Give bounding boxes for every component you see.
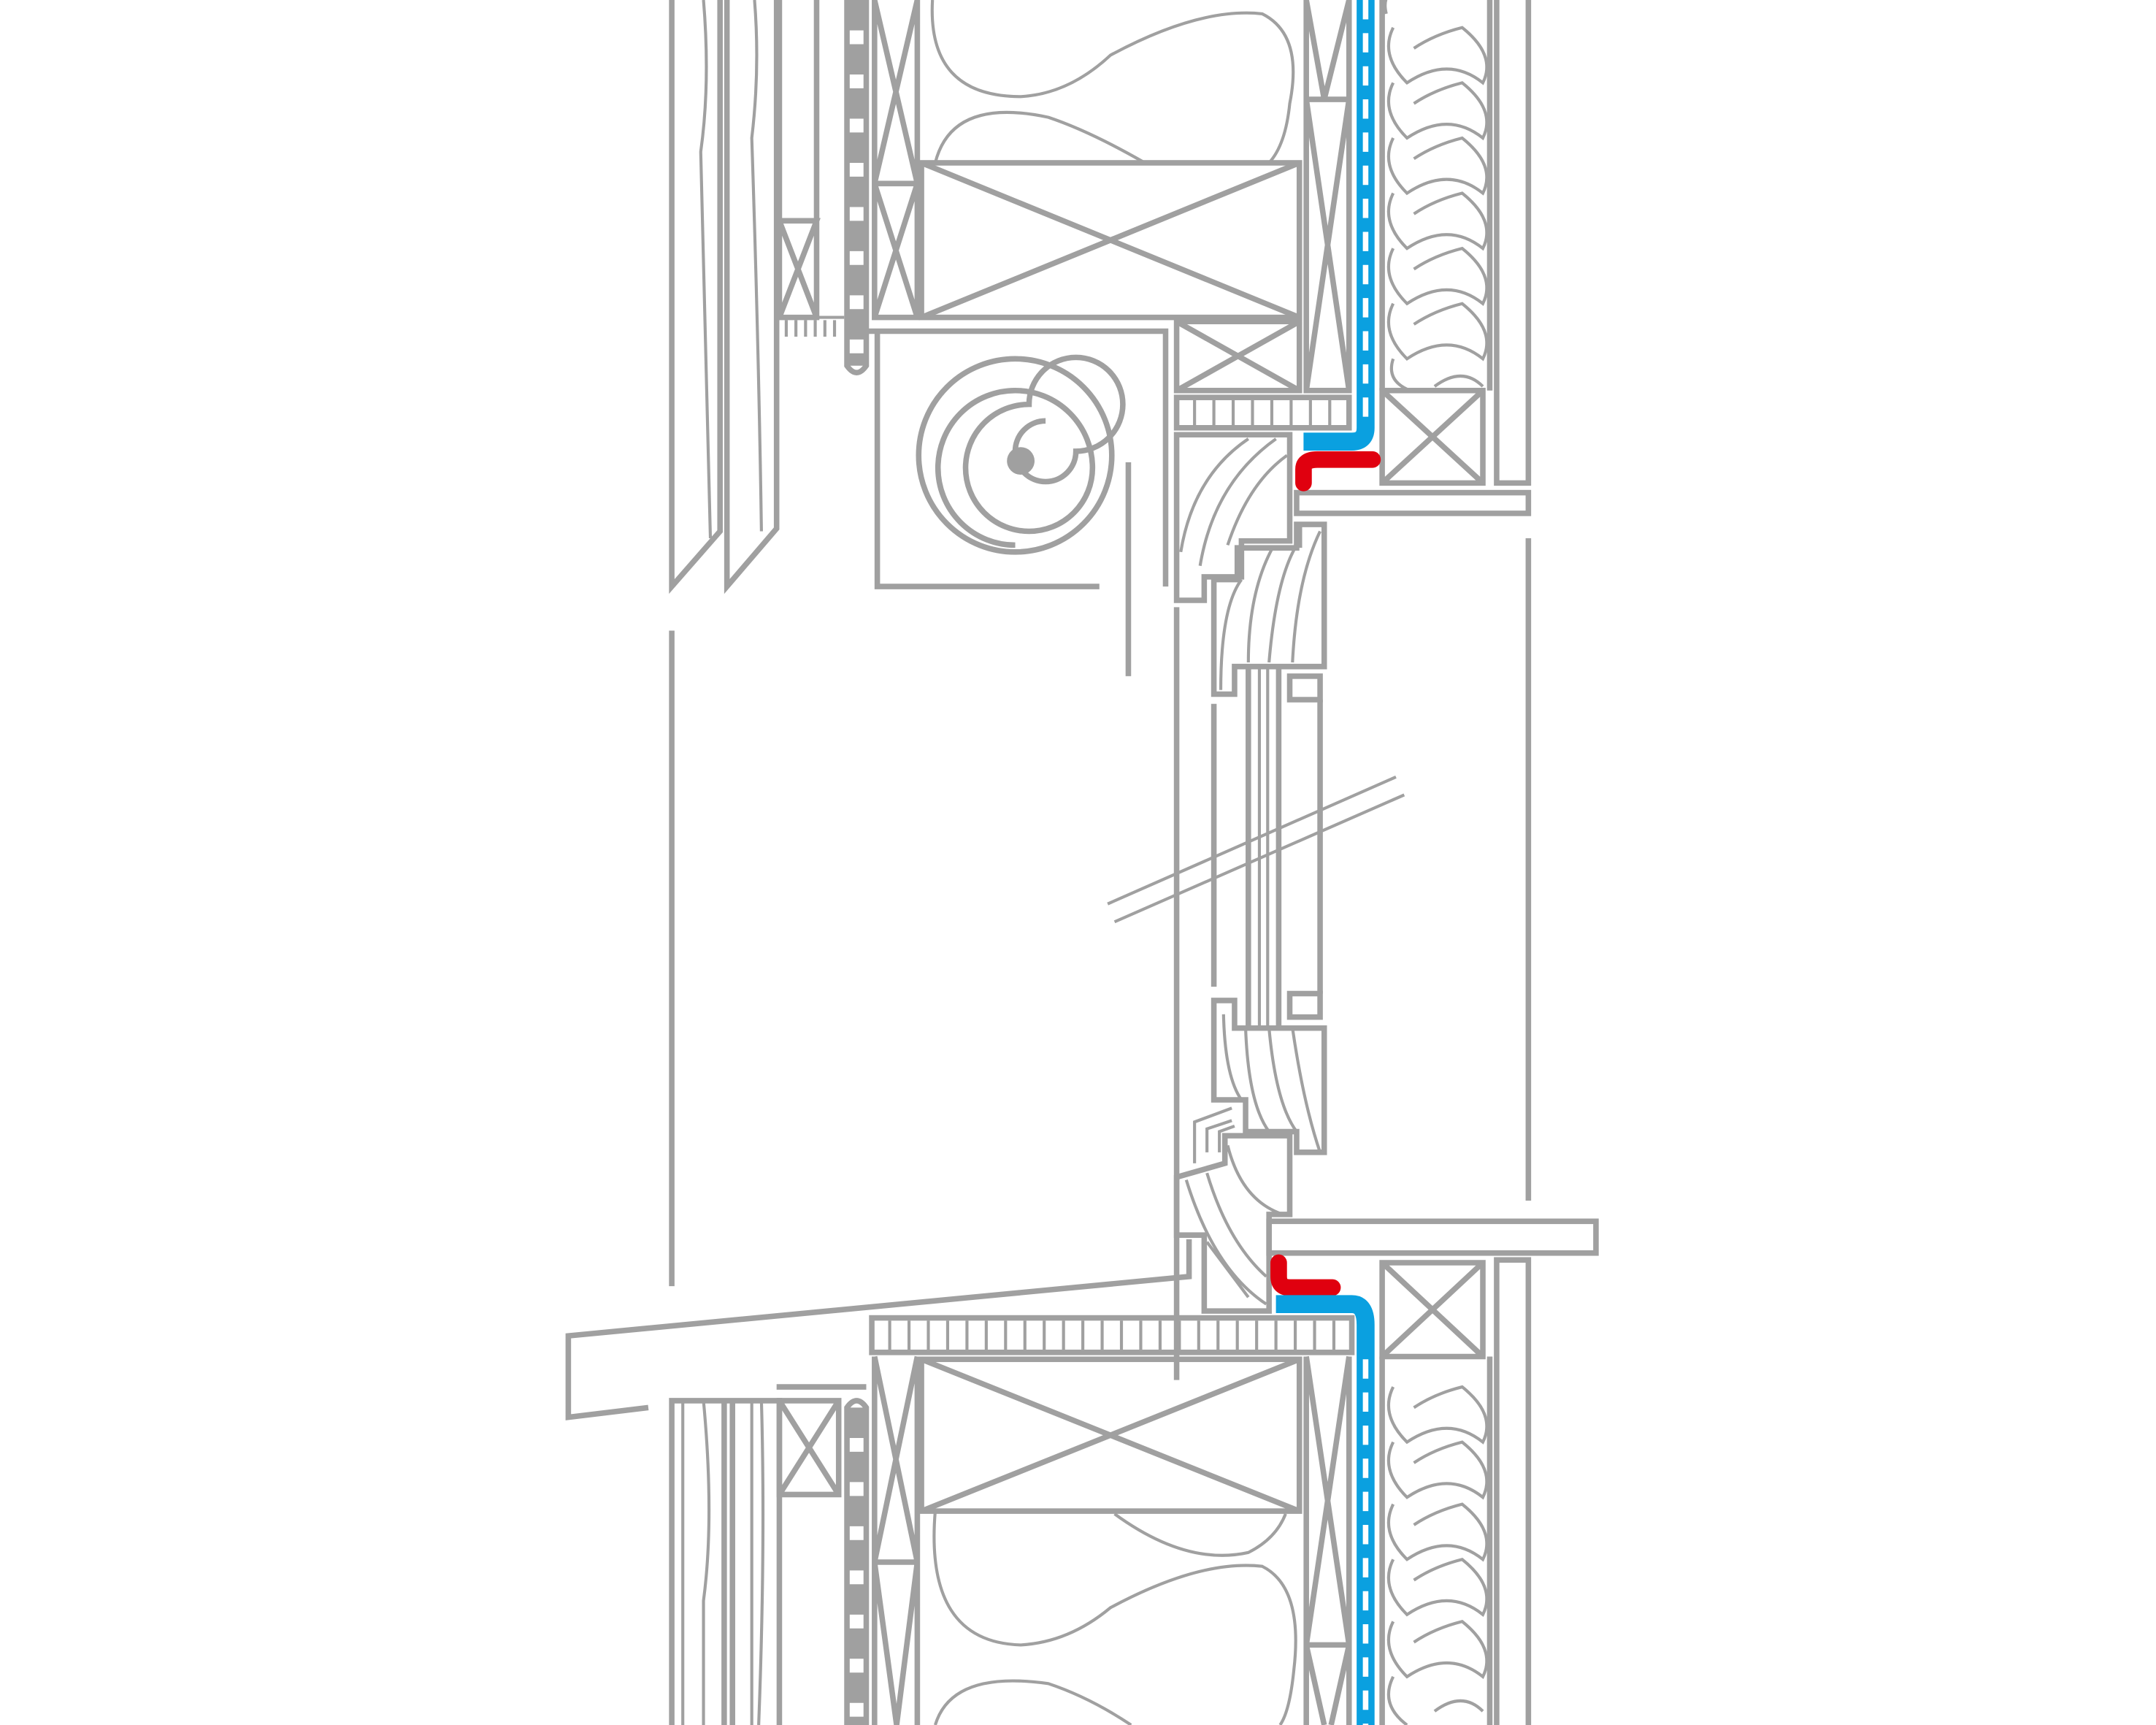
lower-lath: [869, 1315, 1355, 1355]
upper-insulation: [930, 0, 1295, 164]
upper-stud: [1303, 0, 1352, 394]
window-sill-frame: [1173, 998, 1327, 1314]
glazing: [1107, 669, 1405, 1028]
upper-sheathing-outline: [844, 0, 870, 375]
lower-beam: [918, 1356, 1303, 1514]
upper-vapour-barrier: [1303, 0, 1375, 451]
reveal-lines: [669, 538, 1532, 1287]
interior-sill: [1266, 1218, 1599, 1256]
lower-mineral-wool: [1379, 1257, 1532, 1725]
lower-seal-tape: [1270, 1254, 1341, 1296]
exterior-sill: [565, 1239, 1192, 1420]
window-head-frame: [1173, 432, 1327, 1380]
upper-seal-tape: [1295, 451, 1381, 492]
lower-cladding: [669, 1384, 867, 1725]
lower-stud: [1303, 1355, 1352, 1725]
upper-beam: [918, 160, 1303, 321]
lower-vapour-barrier: [1275, 1295, 1375, 1725]
upper-lath: [1173, 394, 1352, 431]
upper-mineral-wool: [1294, 0, 1532, 516]
upper-post: [872, 0, 921, 321]
upper-block: [1173, 318, 1303, 394]
roller-axle: [1007, 447, 1035, 475]
upper-cladding: [669, 0, 845, 594]
lower-post: [872, 1355, 921, 1725]
roller-shutter-box: [866, 328, 1169, 676]
lower-insulation: [932, 1510, 1297, 1725]
